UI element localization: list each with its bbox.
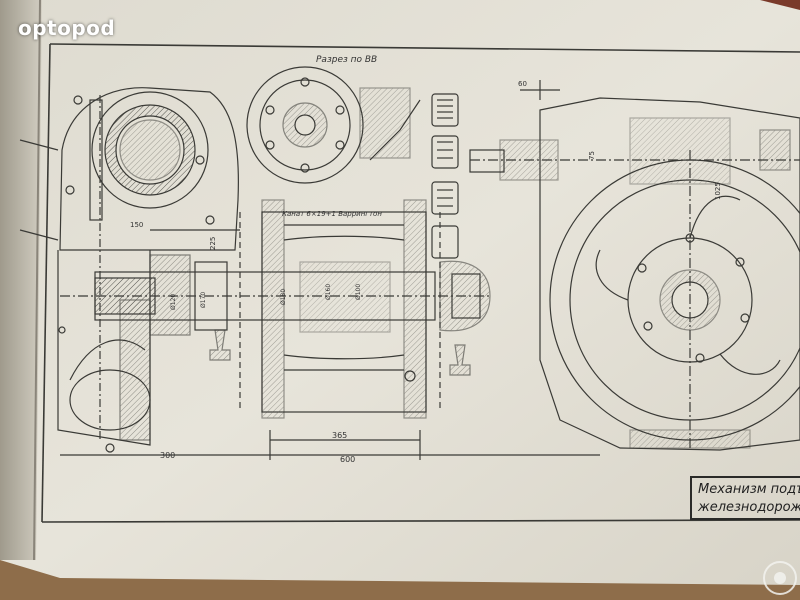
right-reducer-view bbox=[469, 80, 800, 451]
dim-225: 225 bbox=[209, 237, 217, 250]
dim-365: 365 bbox=[332, 431, 347, 440]
title-block: Механизм подъема с железнодорожного bbox=[690, 476, 800, 520]
shaft-label-4: Ø160 bbox=[325, 284, 332, 300]
dim-150: 150 bbox=[130, 221, 143, 229]
shaft-label-5: Ø100 bbox=[355, 284, 362, 300]
dim-300: 300 bbox=[160, 451, 175, 460]
title-line-2: железнодорожного bbox=[698, 500, 800, 515]
dim-60: 60 bbox=[518, 80, 527, 88]
shaft-and-drum bbox=[60, 199, 600, 460]
shaft-label-2: Ø170 bbox=[200, 292, 207, 308]
frame-bottom bbox=[41, 519, 800, 523]
shaft-label-1: Ø120 bbox=[170, 294, 177, 310]
rail-profiles bbox=[209, 329, 471, 376]
rope-label: Канат 6×19+1 Варрингтон bbox=[282, 210, 382, 218]
section-bb-view bbox=[246, 66, 459, 259]
bazar-logo bbox=[763, 561, 797, 595]
fold-crease bbox=[33, 0, 41, 561]
dim-75: 75 bbox=[588, 151, 596, 160]
dim-1025: 1025 bbox=[714, 182, 722, 200]
left-gearbox-view bbox=[19, 87, 239, 453]
section-label: Разрез по ВВ bbox=[316, 55, 377, 65]
title-line-1: Механизм подъема с bbox=[698, 482, 800, 497]
dim-600: 600 bbox=[340, 455, 355, 464]
shaft-label-3: Ø180 bbox=[280, 289, 287, 305]
left-page-fold bbox=[0, 0, 42, 560]
frame-top bbox=[49, 43, 800, 53]
frame-left bbox=[41, 43, 51, 523]
optopod-watermark: optopod bbox=[18, 16, 116, 40]
